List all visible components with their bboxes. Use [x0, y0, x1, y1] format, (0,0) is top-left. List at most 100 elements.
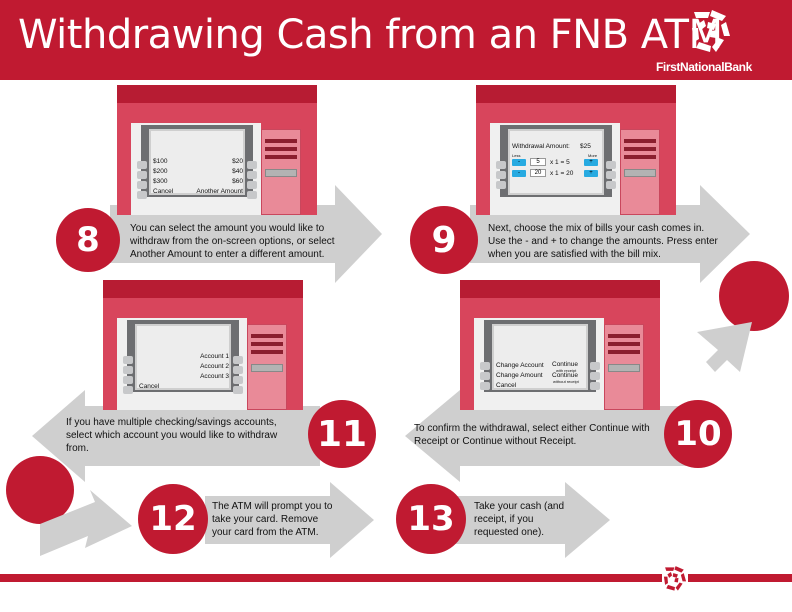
screen-option: Change Account: [496, 362, 544, 369]
screen-option: Account 3: [200, 373, 229, 380]
side-button: [233, 366, 243, 374]
card-slot: [624, 155, 656, 159]
step-10-number: 10: [664, 400, 732, 468]
atm-top: [103, 280, 303, 298]
cash-slot: [624, 169, 656, 177]
step-12-text: The ATM will prompt you to take your car…: [212, 501, 333, 538]
plus-button: +: [584, 159, 598, 166]
side-button: [480, 382, 490, 390]
minus-button: -: [512, 170, 526, 177]
step-9-text: Next, choose the mix of bills your cash …: [488, 223, 718, 260]
side-button: [590, 362, 600, 370]
screen-option: $100: [153, 158, 168, 165]
atm-screen: [149, 129, 245, 195]
brand-name: FirstNationalBank: [656, 60, 752, 74]
step-9-number: 9: [410, 206, 478, 274]
card-slot: [624, 147, 656, 151]
side-button: [480, 362, 490, 370]
card-slot: [608, 334, 640, 338]
atm-illustration-8: $100 $200 $300 Cancel $20 $40 $60 Anothe…: [117, 85, 317, 215]
bill-formula: x 1 = 5: [550, 159, 570, 166]
side-button: [233, 356, 243, 364]
page-title: Withdrawing Cash from an FNB ATM: [18, 12, 723, 58]
arrow-step-10: [405, 390, 690, 482]
side-button: [590, 382, 600, 390]
more-label: More: [588, 153, 598, 158]
card-slot: [251, 350, 283, 354]
side-button: [496, 171, 506, 179]
arrow-step-12: [205, 482, 374, 558]
side-button: [233, 376, 243, 384]
atm-illustration-11: Account 1 Account 2 Account 3 Cancel: [103, 280, 303, 410]
step-11-number: 11: [308, 400, 376, 468]
atm-top: [460, 280, 660, 298]
card-slot: [265, 155, 297, 159]
less-label: Less: [512, 153, 521, 158]
screen-option: $20: [232, 158, 243, 165]
atm-illustration-9: Withdrawal Amount: $25 Less More - 5 x 1…: [476, 85, 676, 215]
side-button: [137, 191, 147, 199]
atm-top: [117, 85, 317, 103]
side-button: [137, 171, 147, 179]
screen-option: Continue: [552, 372, 579, 379]
step-11-text: If you have multiple checking/savings ac…: [66, 417, 278, 454]
cash-slot: [251, 364, 283, 372]
side-button: [123, 386, 133, 394]
side-button: [496, 161, 506, 169]
step-13-text: Take your cash (and receipt, if you requ…: [474, 501, 565, 538]
side-button: [606, 171, 616, 179]
side-button: [247, 171, 257, 179]
step-8-number: 8: [56, 208, 120, 272]
screen-option: Cancel: [139, 383, 160, 390]
screen-option: Change Amount: [496, 372, 543, 379]
screen-option: $60: [232, 178, 243, 185]
minus-button: -: [512, 159, 526, 166]
step-12-number: 12: [138, 484, 208, 554]
fnb-logo-icon: [692, 10, 730, 52]
side-button: [137, 181, 147, 189]
screen-option-sub: with receipt: [556, 368, 577, 373]
cash-slot: [265, 169, 297, 177]
step-8-text: You can select the amount you would like…: [130, 223, 335, 260]
card-slot: [265, 139, 297, 143]
screen-option: $40: [232, 168, 243, 175]
side-button: [137, 161, 147, 169]
side-button: [247, 191, 257, 199]
side-button: [233, 386, 243, 394]
side-button: [606, 181, 616, 189]
bill-quantity: 5: [530, 158, 546, 166]
bill-quantity: 20: [530, 169, 546, 177]
card-slot: [608, 342, 640, 346]
screen-option-sub: without receipt: [553, 379, 579, 384]
withdrawal-value: $25: [580, 143, 591, 150]
atm-screen: [492, 324, 588, 390]
side-button: [123, 356, 133, 364]
plus-button: +: [584, 170, 598, 177]
side-button: [496, 181, 506, 189]
atm-screen: [135, 324, 231, 390]
screen-option: $200: [153, 168, 168, 175]
withdrawal-label: Withdrawal Amount:: [512, 143, 570, 150]
decor-circle-left: [6, 456, 74, 524]
side-button: [247, 161, 257, 169]
side-button: [247, 181, 257, 189]
side-button: [123, 376, 133, 384]
footer-bar: [0, 574, 792, 582]
screen-option: Account 1: [200, 353, 229, 360]
side-button: [123, 366, 133, 374]
arrow-step-13: [455, 482, 610, 558]
screen-option: Cancel: [496, 382, 517, 389]
arrow-step-11: [32, 390, 320, 482]
screen-option: Continue: [552, 361, 579, 368]
screen-option: Another Amount: [196, 188, 243, 195]
card-slot: [251, 342, 283, 346]
fnb-logo-small-icon: [662, 565, 688, 593]
card-slot: [265, 147, 297, 151]
step-13-number: 13: [396, 484, 466, 554]
side-button: [480, 372, 490, 380]
card-slot: [251, 334, 283, 338]
decor-circle-right: [719, 261, 789, 331]
screen-option: Cancel: [153, 188, 174, 195]
card-slot: [608, 350, 640, 354]
